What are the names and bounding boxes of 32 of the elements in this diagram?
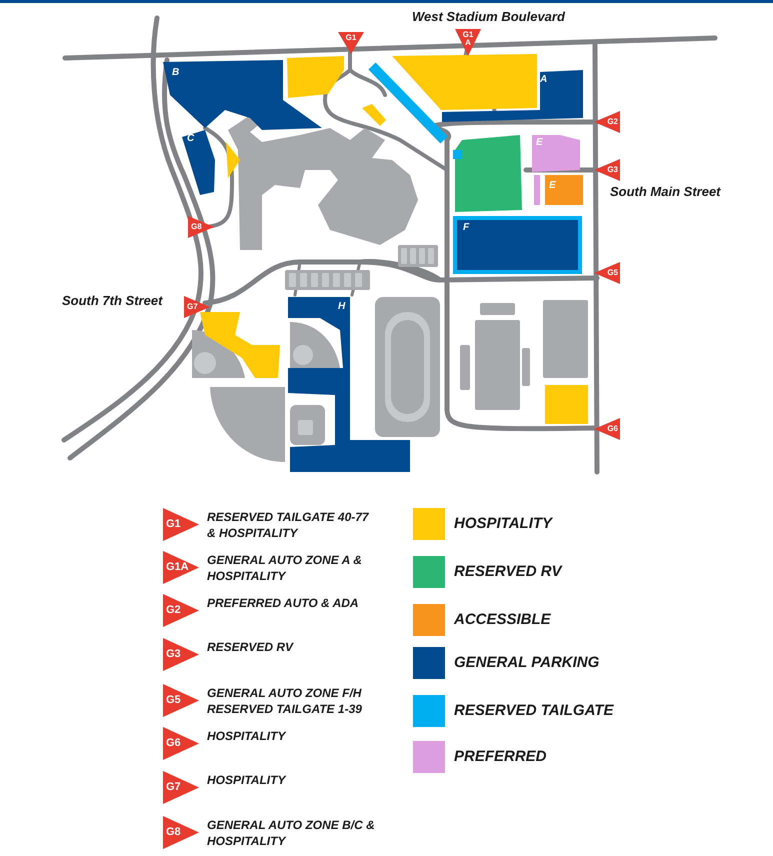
street-name: South 7th Street — [62, 293, 162, 308]
legend-label: RESERVED TAILGATE — [454, 702, 614, 719]
lot-letter: E — [549, 180, 556, 191]
legend-label: PREFERRED AUTO & ADA — [207, 595, 360, 611]
lot-letter: E — [536, 137, 543, 148]
legend-label: HOSPITALITY — [454, 515, 552, 532]
legend-label: RESERVED TAILGATE 40-77 & HOSPITALITY — [207, 509, 370, 541]
legend-label: GENERAL AUTO ZONE A & HOSPITALITY — [207, 552, 363, 584]
legend-label: GENERAL AUTO ZONE B/C & HOSPITALITY — [207, 817, 376, 849]
lot-letter: B — [172, 67, 180, 78]
gate-marker: G8 — [163, 816, 199, 849]
lot-letter: H — [338, 301, 346, 312]
street-name: West Stadium Boulevard — [412, 9, 565, 24]
gate-marker: G3 — [163, 638, 199, 671]
gate-marker: G7 — [163, 771, 199, 804]
legend-label: PREFERRED — [454, 748, 547, 765]
legend-label: GENERAL PARKING — [454, 654, 600, 671]
legend-label: HOSPITALITY — [207, 728, 288, 744]
street-name: South Main Street — [610, 184, 721, 199]
gate-marker: G2 — [163, 594, 199, 627]
legend-label: HOSPITALITY — [207, 772, 288, 788]
gate-marker: G6 — [163, 727, 199, 760]
legend-label: GENERAL AUTO ZONE F/H RESERVED TAILGATE 1-39 — [207, 685, 363, 717]
gate-marker: G1A — [163, 551, 199, 584]
legend-label: RESERVED RV — [207, 639, 295, 655]
gate-marker: G5 — [163, 684, 199, 717]
lot-letter: F — [463, 222, 470, 233]
lot-letter: A — [540, 74, 548, 85]
lot-letter: C — [187, 133, 194, 144]
gate-marker: G1 — [163, 508, 199, 541]
legend-label: ACCESSIBLE — [454, 611, 551, 628]
legend-label: RESERVED RV — [454, 563, 562, 580]
